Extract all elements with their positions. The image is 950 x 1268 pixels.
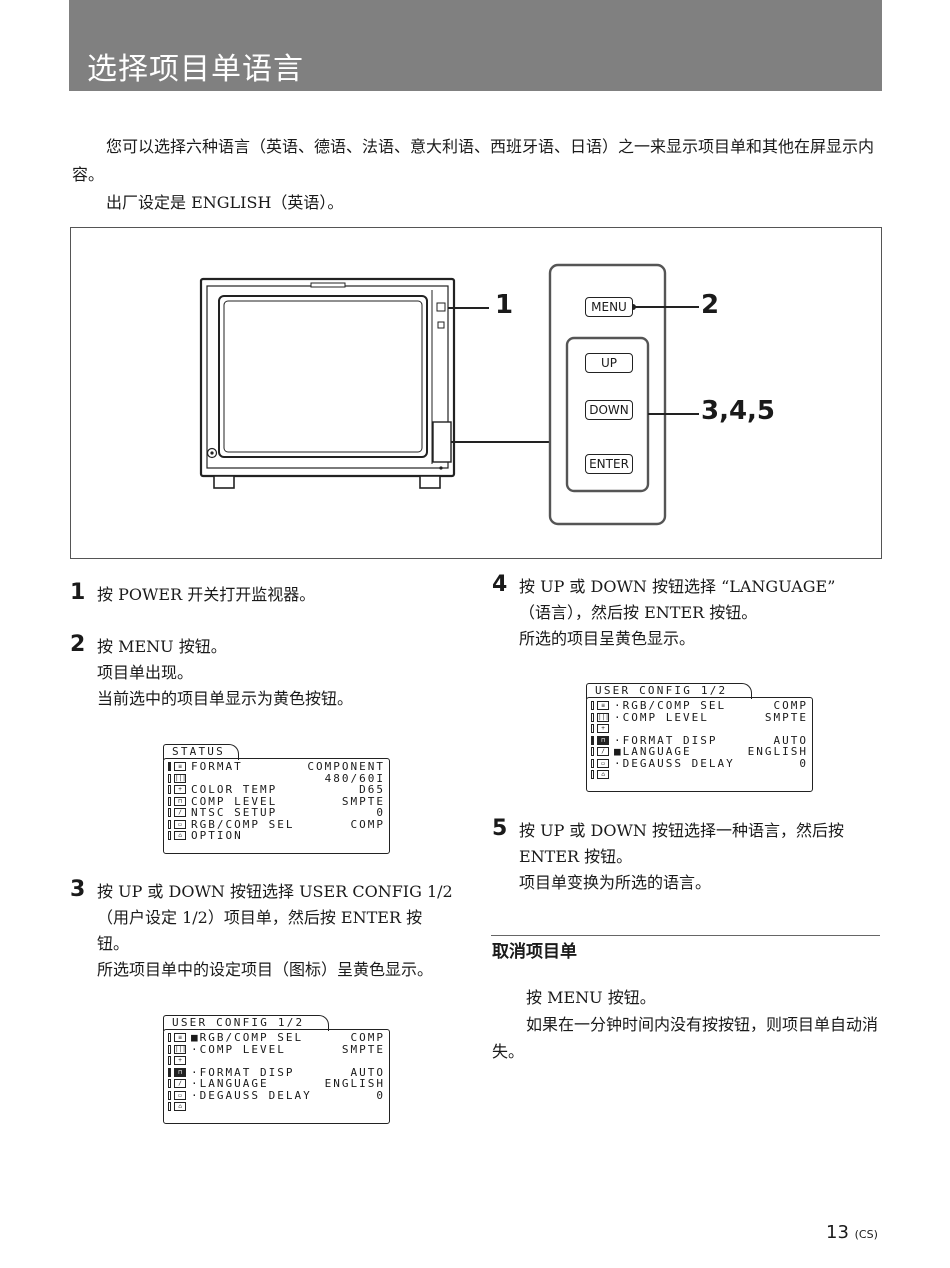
- step-4: 4 按 UP 或 DOWN 按钮选择 “LANGUAGE” （语言），然后按 E…: [492, 572, 884, 652]
- step-number: 3: [70, 877, 86, 902]
- step-text: 所选项目单中的设定项目（图标）呈黄色显示。: [97, 960, 434, 979]
- lock-icon: ⌂: [597, 770, 609, 779]
- status-icon: ≡: [174, 1033, 186, 1042]
- picture-icon: ∕: [174, 808, 186, 817]
- intro-paragraph: 您可以选择六种语言（英语、德语、法语、意大利语、西班牙语、日语）之一来显示项目单…: [72, 137, 875, 184]
- color-icon: |||: [174, 773, 186, 783]
- callout-1: 1: [495, 290, 514, 320]
- step-text: （语言），然后按 ENTER 按钮。: [519, 603, 758, 622]
- callout-3-4-5: 3,4,5: [701, 396, 776, 426]
- step-text: 按 UP 或 DOWN 按钮选择一种语言，然后按: [519, 821, 844, 840]
- step-text: 按 UP 或 DOWN 按钮选择 “LANGUAGE”: [519, 577, 836, 596]
- step-text: 项目单出现。: [97, 663, 194, 682]
- step-3: 3 按 UP 或 DOWN 按钮选择 USER CONFIG 1/2 （用户设定…: [70, 877, 470, 983]
- page-number-value: 13: [826, 1222, 849, 1243]
- config-icon: ⊓: [174, 796, 186, 806]
- menu-tab: STATUS: [163, 744, 239, 760]
- cancel-paragraph: 按 MENU 按钮。: [526, 988, 656, 1007]
- cancel-paragraph: 如果在一分钟时间内没有按按钮，则项目单自动消失。: [492, 1015, 879, 1061]
- step-text: 按 POWER 开关打开监视器。: [97, 585, 316, 604]
- section-divider: [491, 935, 880, 936]
- step-1: 1 按 POWER 开关打开监视器。: [70, 580, 470, 608]
- step-text: 按 UP 或 DOWN 按钮选择 USER CONFIG 1/2: [97, 882, 453, 901]
- step-text: 按 MENU 按钮。: [97, 637, 227, 656]
- monitor-figure: 1 2 3,4,5 MENU UP DOWN ENTER: [70, 227, 882, 559]
- step-text: 钮。: [97, 934, 130, 953]
- step-text: 当前选中的项目单显示为黄色按钮。: [97, 689, 354, 708]
- step-text: （用户设定 1/2）项目单，然后按 ENTER 按: [97, 908, 423, 927]
- status-icon: ≡: [174, 762, 186, 771]
- step-2: 2 按 MENU 按钮。 项目单出现。 当前选中的项目单显示为黄色按钮。: [70, 632, 470, 712]
- menu-frame: [163, 1029, 390, 1124]
- lock-icon: ⌂: [174, 831, 186, 840]
- menu-frame: [586, 697, 813, 792]
- intro-factory-setting: 出厂设定是 ENGLISH（英语）。: [106, 193, 344, 212]
- menu-icons: ≡ ||| + ⊓ ∕ ▭ ⌂: [167, 1032, 189, 1113]
- menu-row: OPTION: [191, 829, 243, 842]
- callout-2: 2: [701, 290, 720, 320]
- step-number: 1: [70, 580, 86, 605]
- menu-frame: [163, 758, 390, 854]
- page-title: 选择项目单语言: [87, 52, 304, 87]
- adjust-icon: +: [174, 785, 186, 794]
- adjust-icon: +: [597, 724, 609, 733]
- step-text: ENTER 按钮。: [519, 847, 633, 866]
- step-text: 项目单变换为所选的语言。: [519, 873, 712, 892]
- step-5: 5 按 UP 或 DOWN 按钮选择一种语言，然后按 ENTER 按钮。 项目单…: [492, 816, 884, 896]
- step-number: 5: [492, 816, 508, 841]
- step-number: 4: [492, 572, 508, 597]
- monitor-icon: ▭: [597, 758, 609, 768]
- step-number: 2: [70, 632, 86, 657]
- config-icon: ⊓: [174, 1067, 186, 1077]
- title-bar: 选择项目单语言: [69, 0, 882, 91]
- monitor-icon: ▭: [174, 1090, 186, 1100]
- monitor-icon: ▭: [174, 819, 186, 829]
- menu-tab: USER CONFIG 1/2: [586, 683, 752, 699]
- page-number: 13 (CS): [826, 1222, 878, 1243]
- user-config-menu-step3: USER CONFIG 1/2 ≡ ||| + ⊓ ∕ ▭ ⌂ ■RGB/COM…: [163, 1015, 390, 1125]
- color-icon: |||: [174, 1044, 186, 1054]
- adjust-icon: +: [174, 1056, 186, 1065]
- intro: 您可以选择六种语言（英语、德语、法语、意大利语、西班牙语、日语）之一来显示项目单…: [72, 133, 882, 217]
- menu-row: 480/60I: [324, 771, 385, 785]
- user-config-menu-step4: USER CONFIG 1/2 ≡ ||| + ⊓ ∕ ▭ ⌂ ·RGB/COM…: [586, 683, 813, 793]
- monitor-illustration: [199, 263, 699, 526]
- cancel-heading: 取消项目单: [492, 942, 577, 962]
- page-number-suffix: (CS): [854, 1228, 878, 1241]
- status-icon: ≡: [597, 701, 609, 710]
- menu-icons: ≡ ||| + ⊓ ∕ ▭ ⌂: [590, 700, 612, 781]
- menu-button: MENU: [585, 297, 633, 317]
- color-icon: |||: [597, 712, 609, 722]
- picture-icon: ∕: [174, 1079, 186, 1088]
- cancel-body: 按 MENU 按钮。 如果在一分钟时间内没有按按钮，则项目单自动消失。: [492, 984, 882, 1065]
- up-button: UP: [585, 353, 633, 373]
- enter-button: ENTER: [585, 454, 633, 474]
- lock-icon: ⌂: [174, 1102, 186, 1111]
- config-icon: ⊓: [597, 735, 609, 745]
- menu-tab: USER CONFIG 1/2: [163, 1015, 329, 1031]
- down-button: DOWN: [585, 400, 633, 420]
- menu-icons: ≡ ||| + ⊓ ∕ ▭ ⌂: [167, 761, 189, 842]
- picture-icon: ∕: [597, 747, 609, 756]
- step-text: 所选的项目呈黄色显示。: [519, 629, 696, 648]
